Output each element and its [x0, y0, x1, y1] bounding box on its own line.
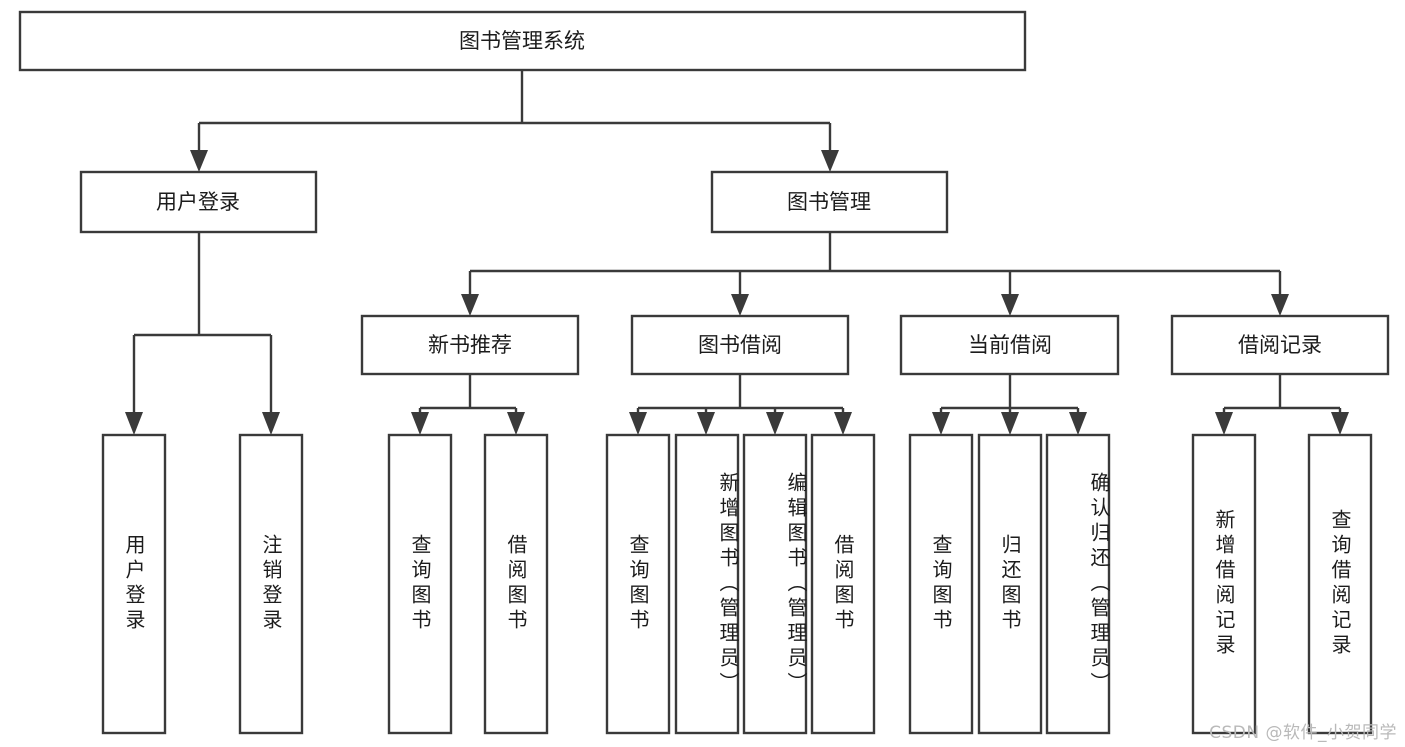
arrow-leaf-cb3	[1069, 412, 1087, 435]
node-new-book-label: 新书推荐	[428, 333, 512, 357]
node-user-login-box[interactable]	[79, 170, 318, 234]
node-leaf-user-login-box[interactable]	[101, 433, 167, 735]
arrow-borrow-record	[1271, 294, 1289, 316]
arrow-user-login	[190, 150, 208, 172]
arrow-leaf-bb2	[697, 412, 715, 435]
arrow-leaf-logout	[262, 412, 280, 435]
node-book-management-label: 图书管理	[787, 190, 871, 214]
node-root-box[interactable]	[18, 10, 1027, 72]
arrow-current-borrow	[1001, 294, 1019, 316]
arrow-leaf-nb1	[411, 412, 429, 435]
arrow-leaf-bb3	[766, 412, 784, 435]
node-book-borrow-box[interactable]	[630, 314, 850, 376]
arrow-leaf-br1	[1215, 412, 1233, 435]
node-user-login-label: 用户登录	[156, 190, 240, 214]
node-current-borrow-box[interactable]	[899, 314, 1120, 376]
node-current-borrow-label: 当前借阅	[968, 333, 1052, 357]
node-root-label: 图书管理系统	[459, 29, 585, 53]
node-leaf-cb-confirm-box[interactable]	[1045, 433, 1111, 735]
arrow-leaf-bb1	[629, 412, 647, 435]
node-book-borrow-label: 图书借阅	[698, 333, 782, 357]
node-borrow-record-box[interactable]	[1170, 314, 1390, 376]
node-leaf-cb-query-box[interactable]	[908, 433, 974, 735]
node-book-management-box[interactable]	[710, 170, 949, 234]
node-new-book-box[interactable]	[360, 314, 580, 376]
arrow-leaf-bb4	[834, 412, 852, 435]
node-leaf-nb-borrow-box[interactable]	[483, 433, 549, 735]
arrow-leaf-br2	[1331, 412, 1349, 435]
node-leaf-logout-box[interactable]	[238, 433, 304, 735]
node-leaf-bb-borrow-box[interactable]	[810, 433, 876, 735]
arrow-leaf-nb2	[507, 412, 525, 435]
connectors	[125, 70, 1349, 435]
arrow-leaf-cb1	[932, 412, 950, 435]
node-leaf-cb-return-box[interactable]	[977, 433, 1043, 735]
arrow-leaf-cb2	[1001, 412, 1019, 435]
arrow-new-book	[461, 294, 479, 316]
node-leaf-bb-query-box[interactable]	[605, 433, 671, 735]
arrow-book-borrow	[731, 294, 749, 316]
nodes: 图书管理系统 用户登录 图书管理 新书推荐 图书借阅 当前借阅 借阅记录	[18, 10, 1390, 735]
node-leaf-bb-edit-box[interactable]	[742, 433, 808, 735]
node-leaf-bb-add-box[interactable]	[674, 433, 740, 735]
node-leaf-br-query-box[interactable]	[1307, 433, 1373, 735]
arrow-book-management	[821, 150, 839, 172]
node-leaf-nb-query-box[interactable]	[387, 433, 453, 735]
arrow-leaf-user-login	[125, 412, 143, 435]
csdn-watermark: CSDN @软件_小贺同学	[1209, 723, 1397, 743]
node-leaf-br-add-box[interactable]	[1191, 433, 1257, 735]
node-borrow-record-label: 借阅记录	[1238, 333, 1322, 357]
